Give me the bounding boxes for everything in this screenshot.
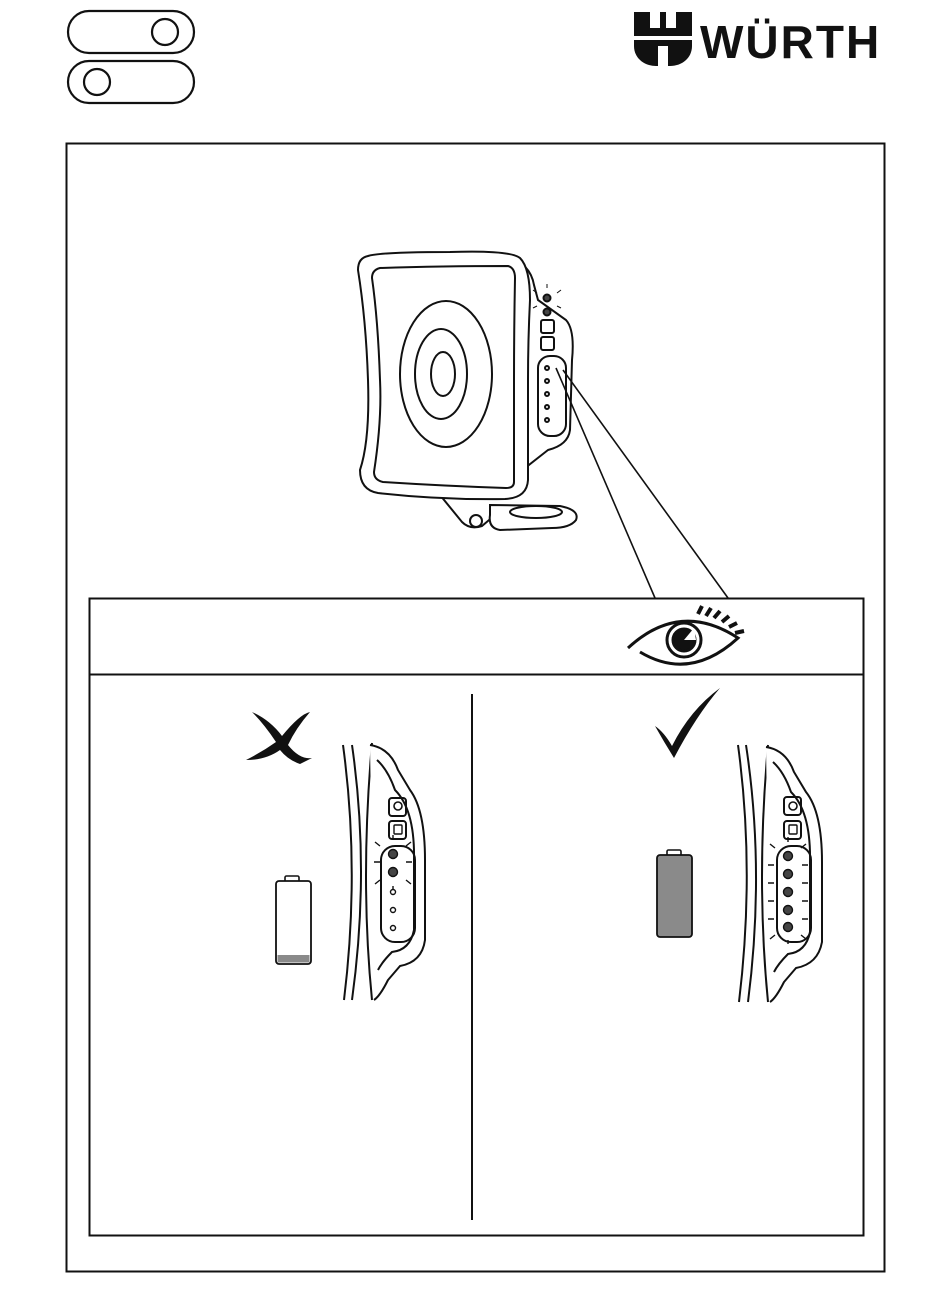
device-detail-right xyxy=(738,745,822,1002)
battery-low-icon xyxy=(276,876,311,964)
zoom-callout-lines xyxy=(556,368,728,598)
device-detail-left xyxy=(343,743,425,1000)
battery-full-icon xyxy=(657,850,692,937)
inner-header-strip xyxy=(90,599,864,675)
cross-icon xyxy=(246,712,312,764)
battery-low-level xyxy=(278,955,310,963)
check-icon xyxy=(655,688,720,758)
work-light-icon xyxy=(358,252,577,530)
